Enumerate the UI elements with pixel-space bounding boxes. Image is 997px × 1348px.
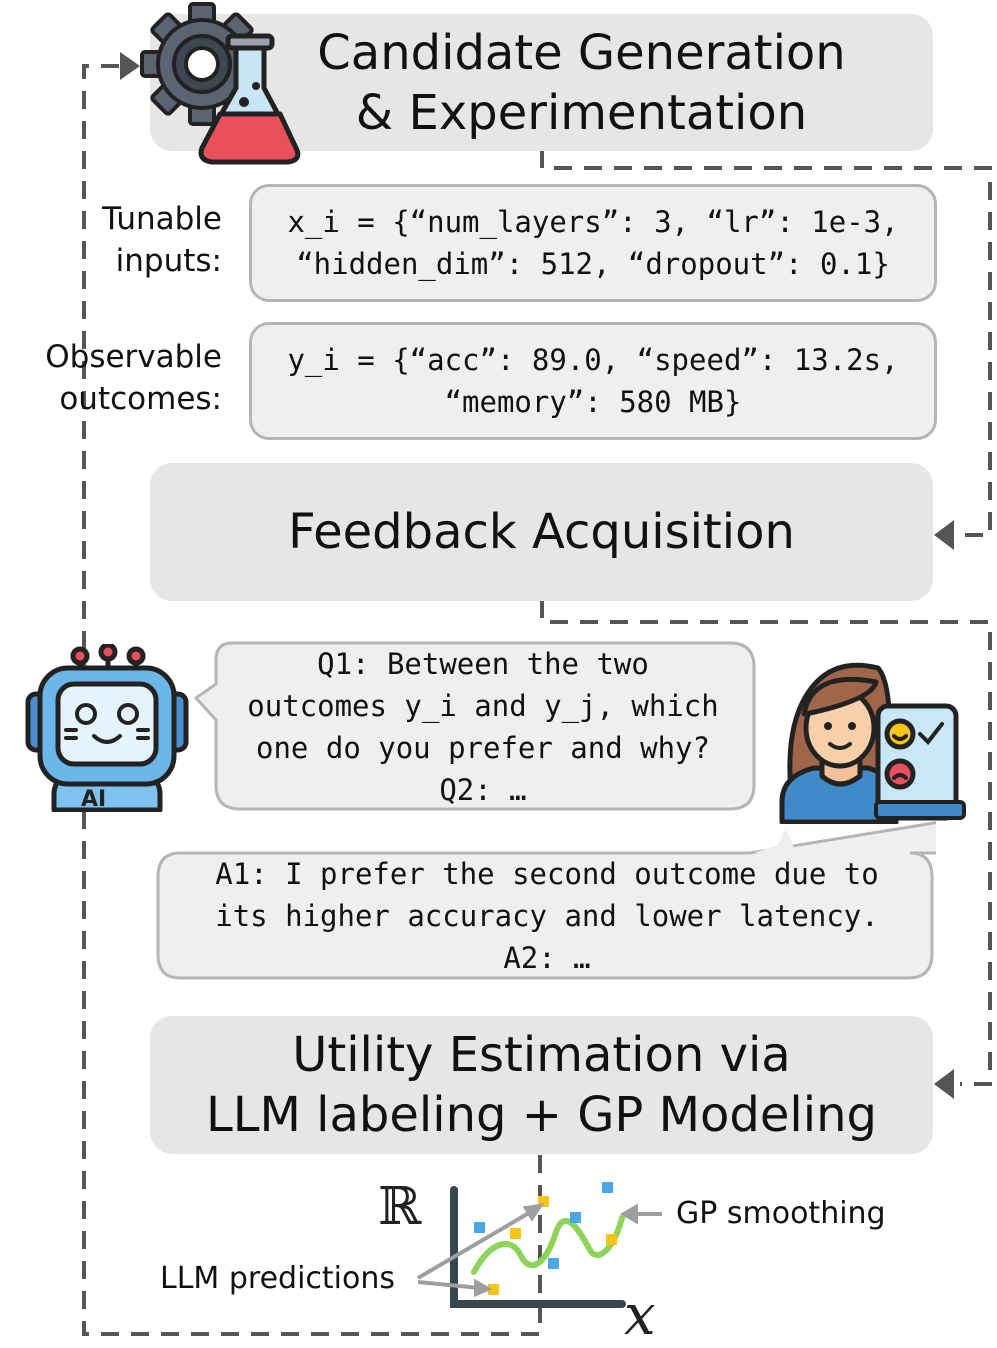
plot-axes bbox=[450, 1186, 626, 1308]
x-axis-symbol: 𝑥 bbox=[624, 1283, 656, 1341]
arrowhead-to-feedback bbox=[934, 520, 954, 550]
real-numbers-symbol: ℝ bbox=[378, 1177, 422, 1237]
tunable-inputs-code: x_i = {“num_layers”: 3, “lr”: 1e-3, “hid… bbox=[249, 184, 937, 302]
gp-curve bbox=[471, 1215, 625, 1275]
stage-utility-title: Utility Estimation via LLM labeling + GP… bbox=[206, 1027, 877, 1143]
robot-icon: AI bbox=[25, 644, 189, 812]
observable-outcomes-label: Observable outcomes: bbox=[45, 339, 222, 417]
question-text: Q1: Between the two outcomes y_i and y_j… bbox=[247, 647, 719, 807]
arrowhead-to-utility bbox=[934, 1069, 954, 1099]
robot-badge: AI bbox=[81, 787, 106, 812]
observed-points bbox=[474, 1182, 613, 1269]
stage-feedback-acquisition: Feedback Acquisition bbox=[150, 463, 933, 601]
stage-candidate-title: Candidate Generation & Experimentation bbox=[317, 24, 846, 141]
llm-prediction-points bbox=[488, 1196, 617, 1295]
gp-smoothing-label: GP smoothing bbox=[676, 1196, 886, 1231]
stage-feedback-title: Feedback Acquisition bbox=[288, 504, 795, 560]
arrowhead-to-candidate bbox=[120, 52, 140, 80]
answer-bubble-tail bbox=[774, 828, 796, 853]
tunable-inputs-label: Tunable inputs: bbox=[102, 201, 222, 279]
llm-predictions-label: LLM predictions bbox=[160, 1261, 395, 1296]
answer-text: A1: I prefer the second outcome due to i… bbox=[215, 857, 879, 975]
person-feedback-icon bbox=[779, 662, 966, 824]
gear-flask-icon bbox=[140, 2, 301, 165]
observable-outcomes-code: y_i = {“acc”: 89.0, “speed”: 13.2s, “mem… bbox=[249, 322, 937, 440]
gp-plot-illustration: ℝ 𝑥 bbox=[378, 1177, 662, 1341]
stage-candidate-generation: Candidate Generation & Experimentation bbox=[150, 14, 933, 151]
stage-utility-estimation: Utility Estimation via LLM labeling + GP… bbox=[150, 1016, 933, 1154]
question-bubble-shape bbox=[193, 641, 756, 811]
